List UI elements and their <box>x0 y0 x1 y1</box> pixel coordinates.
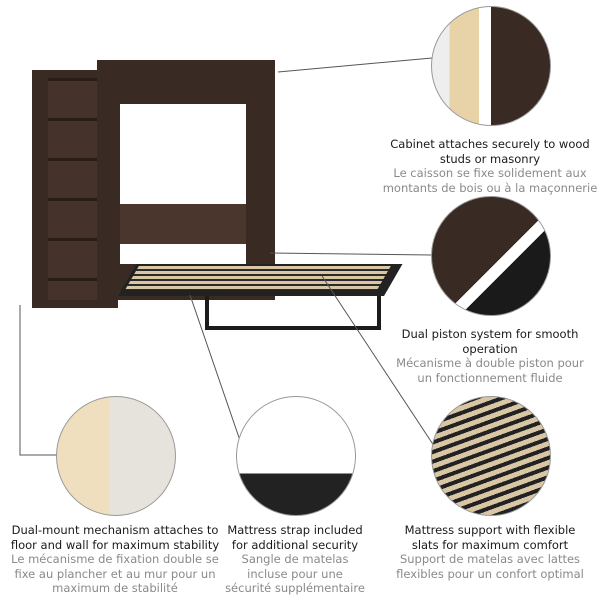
callout-line-strap <box>189 294 246 456</box>
caption-fr: Support de matelas avec lattes flexibles… <box>396 552 584 581</box>
caption-en: Mattress strap included for additional s… <box>227 523 363 552</box>
detail-cabinet-mount <box>431 6 551 126</box>
bed-leg <box>205 296 381 330</box>
caption-fr: Mécanisme à double piston pour un foncti… <box>396 356 584 385</box>
detail-slats <box>431 396 551 516</box>
cabinet-opening <box>120 104 246 204</box>
callout-line-piston <box>269 252 433 256</box>
caption-slats: Mattress support with flexible slats for… <box>395 523 585 581</box>
caption-fr: Sangle de matelas incluse pour une sécur… <box>225 552 365 595</box>
caption-en: Mattress support with flexible slats for… <box>404 523 576 552</box>
callout-line-cabinet <box>277 57 433 73</box>
detail-dual-mount <box>56 396 176 516</box>
caption-cabinet: Cabinet attaches securely to wood studs … <box>380 137 600 195</box>
caption-fr: Le caisson se fixe solidement aux montan… <box>382 166 598 195</box>
caption-fr: Le mécanisme de fixation double se fixe … <box>11 552 219 595</box>
caption-mattress-strap: Mattress strap included for additional s… <box>225 523 365 596</box>
headboard <box>120 204 246 244</box>
callout-line-mount <box>19 305 57 456</box>
cabinet-lower-opening <box>120 244 246 264</box>
detail-piston <box>431 196 551 316</box>
caption-en: Dual piston system for smooth operation <box>401 327 579 356</box>
caption-en: Cabinet attaches securely to wood studs … <box>390 137 590 166</box>
callout-line-slats <box>321 275 441 456</box>
caption-en: Dual-mount mechanism attaches to floor a… <box>10 523 220 552</box>
caption-piston: Dual piston system for smooth operation … <box>390 327 590 385</box>
detail-mattress-strap <box>236 396 356 516</box>
caption-dual-mount: Dual-mount mechanism attaches to floor a… <box>10 523 220 596</box>
